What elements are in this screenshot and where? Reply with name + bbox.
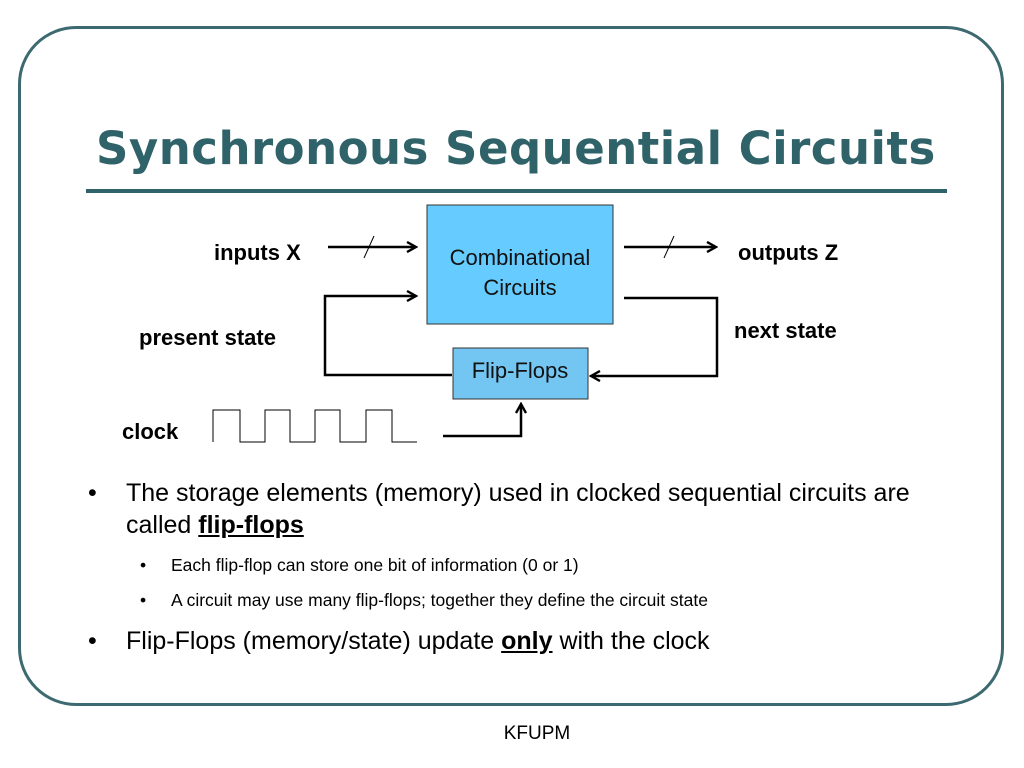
slide-frame: [18, 26, 1004, 706]
clock-waveform: [212, 409, 417, 443]
clock-label: clock: [122, 419, 179, 444]
bullet-storage-elements: The storage elements (memory) used in cl…: [88, 477, 968, 541]
flip-flops-box-label: Flip-Flops: [472, 358, 569, 383]
inputs-label: inputs X: [214, 240, 301, 265]
bullet-update-text-before: Flip-Flops (memory/state) update: [126, 627, 502, 655]
present-state-label: present state: [139, 325, 276, 350]
sub-bullet-one-bit-text: Each flip-flop can store one bit of info…: [171, 555, 579, 575]
bullet-update-text-after: with the clock: [552, 627, 710, 655]
outputs-bus-slash: [663, 235, 675, 259]
title-underline: [86, 189, 947, 193]
sub-bullet-circuit-state-text: A circuit may use many flip-flops; toget…: [171, 590, 708, 610]
flip-flops-box: [452, 347, 589, 400]
combinational-circuits-box: [426, 204, 614, 325]
sub-bullet-circuit-state: A circuit may use many flip-flops; toget…: [88, 589, 968, 611]
combinational-box-label-line1: Combinational: [450, 245, 591, 270]
bullet-list: The storage elements (memory) used in cl…: [88, 477, 968, 657]
present-state-path: [323, 296, 452, 377]
bullet-storage-text: The storage elements (memory) used in cl…: [126, 479, 910, 539]
bullet-update-clock: Flip-Flops (memory/state) update only wi…: [88, 625, 968, 657]
flip-flops-emphasis: flip-flops: [198, 511, 304, 539]
slide-title: Synchronous Sequential Circuits: [96, 122, 936, 175]
sub-bullet-one-bit: Each flip-flop can store one bit of info…: [88, 554, 968, 576]
inputs-bus-slash: [363, 235, 375, 259]
clock-to-flipflops-path: [443, 404, 521, 438]
outputs-label: outputs Z: [738, 240, 838, 265]
only-emphasis: only: [501, 627, 553, 655]
next-state-label: next state: [734, 318, 837, 343]
next-state-path: [591, 296, 719, 376]
footer-kfupm: KFUPM: [503, 723, 571, 744]
combinational-box-label-line2: Circuits: [483, 275, 556, 300]
